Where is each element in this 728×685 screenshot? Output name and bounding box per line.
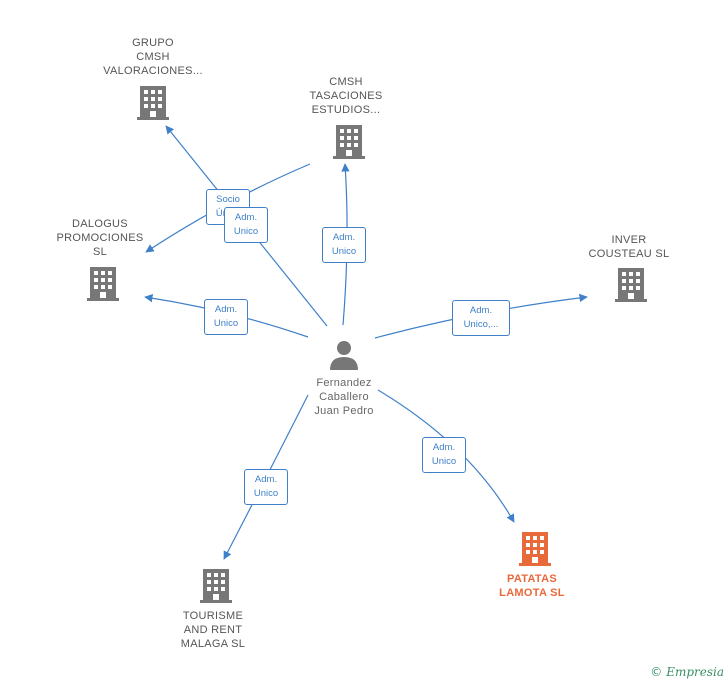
- building-icon: [615, 268, 647, 302]
- node-person[interactable]: Fernandez Caballero Juan Pedro: [314, 377, 374, 417]
- node-grupo-cmsh[interactable]: GRUPO CMSH VALORACIONES...: [103, 37, 203, 77]
- edge-label-adm-cmsh: Adm. Unico: [322, 227, 366, 263]
- person-icon: [330, 341, 358, 370]
- edge-label-adm-grupo: Adm. Unico: [224, 207, 268, 243]
- edge-label-adm-tourisme: Adm. Unico: [244, 469, 288, 505]
- edge-label-adm-inver: Adm. Unico,...: [452, 300, 510, 336]
- building-icon-highlighted: [519, 532, 551, 566]
- building-icon: [333, 125, 365, 159]
- node-dalogus[interactable]: DALOGUS PROMOCIONES SL: [56, 218, 144, 258]
- building-icon: [200, 569, 232, 603]
- node-inver-cousteau[interactable]: INVER COUSTEAU SL: [588, 234, 670, 260]
- copyright-symbol: ©: [650, 665, 663, 679]
- empresia-watermark: ©Empresia: [650, 665, 724, 679]
- node-tourisme[interactable]: TOURISME AND RENT MALAGA SL: [180, 610, 246, 650]
- brand-name: Empresia: [666, 665, 724, 679]
- building-icon: [137, 86, 169, 120]
- edge-label-adm-dalogus: Adm. Unico: [204, 299, 248, 335]
- edge-label-adm-patatas: Adm. Unico: [422, 437, 466, 473]
- node-cmsh-tasaciones[interactable]: CMSH TASACIONES ESTUDIOS...: [309, 76, 383, 116]
- building-icon: [87, 267, 119, 301]
- node-patatas[interactable]: PATATAS LAMOTA SL: [499, 573, 565, 599]
